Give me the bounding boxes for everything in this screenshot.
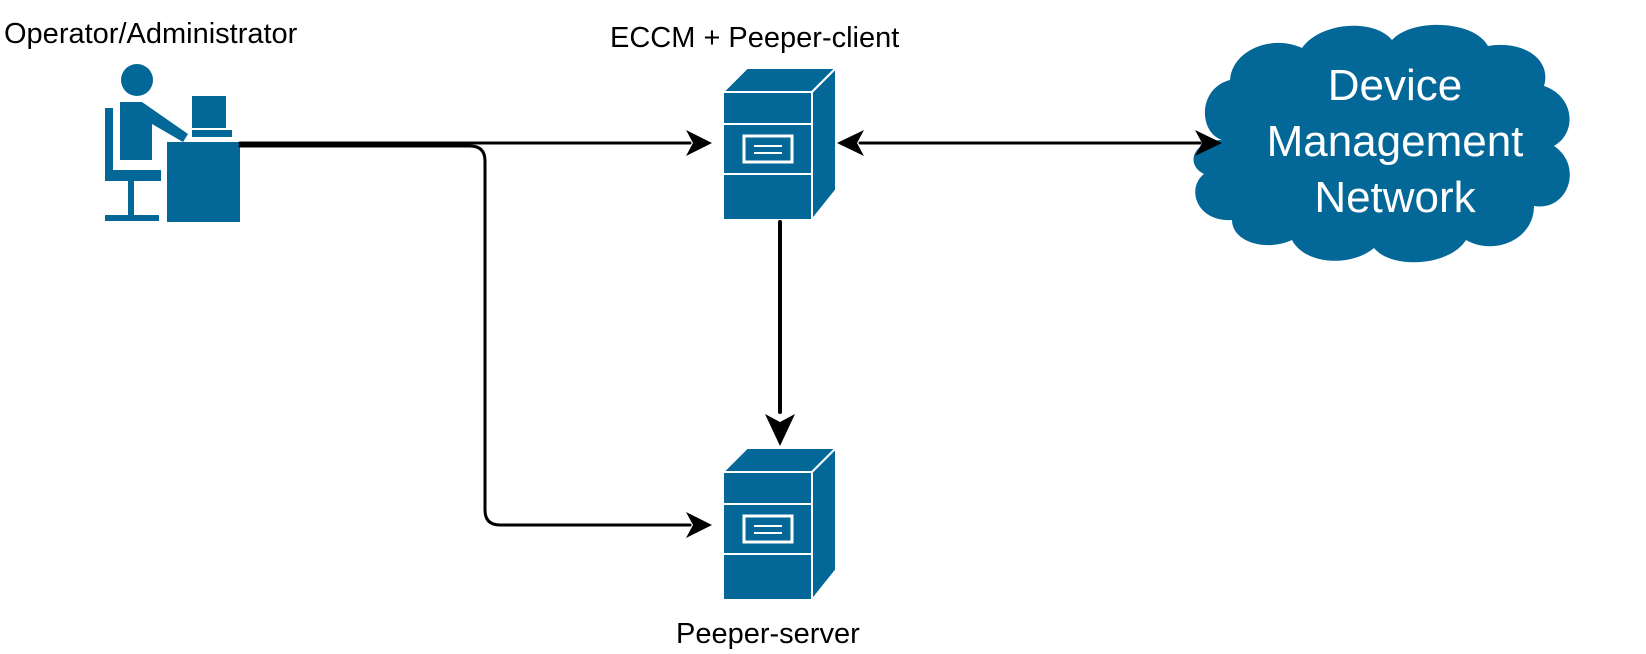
operator-label: Operator/Administrator: [4, 18, 298, 50]
arrowhead-peeper-left: [686, 512, 712, 538]
edge-operator-peeper-server: [238, 144, 692, 527]
edges: [238, 141, 1202, 527]
arrowheads: [686, 130, 1222, 538]
eccm-server-icon: [720, 65, 839, 223]
peeper-server-label: Peeper-server: [676, 618, 860, 650]
network-label-line: Management: [1266, 117, 1524, 166]
arrowhead-peeper-top: [765, 414, 795, 446]
network-label-line: Device: [1327, 61, 1463, 110]
arrowhead-network: [1195, 130, 1222, 156]
network-label: Device Management Network: [1210, 58, 1580, 226]
arrowhead-eccm-right: [837, 130, 864, 156]
cloud-icon: [1193, 24, 1570, 263]
network-label-line: Network: [1314, 173, 1476, 222]
peeper-server-icon: [720, 445, 839, 603]
user-at-workstation-icon: [105, 64, 240, 222]
arrowhead-eccm-left: [686, 130, 712, 156]
eccm-label: ECCM + Peeper-client: [610, 22, 900, 54]
